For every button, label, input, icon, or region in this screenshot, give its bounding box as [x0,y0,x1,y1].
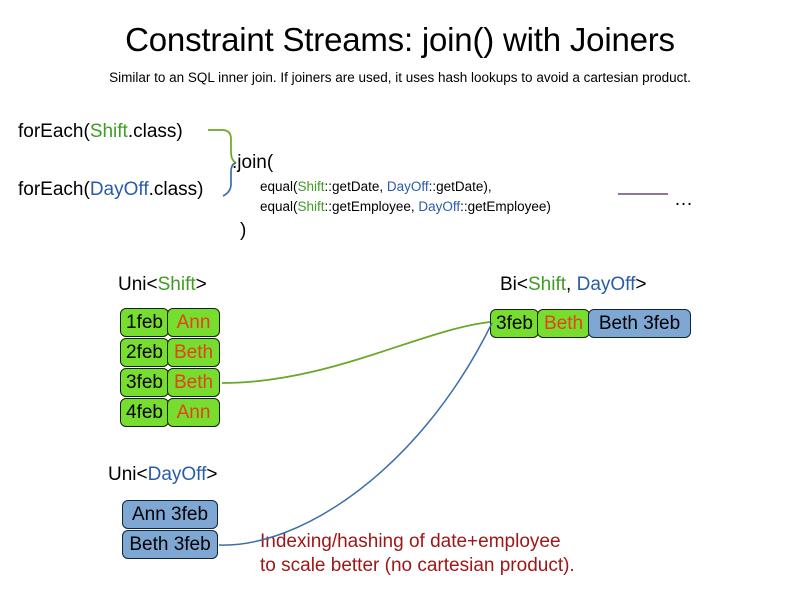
fact-cell-name: Ann [167,398,220,427]
code-ellipsis: … [674,189,693,210]
fact-cell-pair: Ann 3feb [122,500,218,529]
fact-cell-name: Beth [167,368,220,397]
fact-row: 4feb Ann [120,398,220,427]
uni-shift-label-type: Shift [157,274,196,295]
fact-row: 3feb Beth Beth 3feb [490,309,691,338]
joiner-1-right-method: ::getEmployee) [460,199,551,214]
foreach-shift-prefix: forEach( [18,121,90,142]
uni-dayoff-label-prefix: Uni< [108,464,148,485]
bi-fact-list: 3feb Beth Beth 3feb [490,309,691,339]
fact-cell-pair: Beth 3feb [588,309,691,338]
joiner-1-prefix: equal( [260,199,298,214]
label-bi-shift-dayoff: Bi<Shift, DayOff> [500,274,646,296]
bi-label-prefix: Bi< [500,274,528,295]
joiner-0-left-method: ::getDate, [324,179,387,194]
foreach-dayoff-suffix: .class) [148,179,204,200]
code-foreach-dayoff: forEach(DayOff.class) [18,179,204,201]
fact-cell-name: Ann [167,308,220,337]
bi-label-type-dayoff: DayOff [576,274,636,295]
code-joiner-equal-employee: equal(Shift::getEmployee, DayOff::getEmp… [260,198,551,215]
fact-cell-date: 3feb [490,309,539,338]
fact-cell-name: Beth [167,338,220,367]
bi-label-suffix: > [635,274,647,295]
connector-shift-to-bi [221,321,491,384]
bi-label-separator: , [566,274,577,295]
joiner-0-left-type: Shift [297,179,325,194]
slide-title: Constraint Streams: join() with Joiners [125,21,675,58]
joiner-1-left-method: ::getEmployee, [324,199,419,214]
fact-cell-pair: Beth 3feb [122,530,218,559]
joiner-0-prefix: equal( [260,179,298,194]
label-uni-dayoff: Uni<DayOff> [108,464,218,486]
joiner-1-left-type: Shift [297,199,325,214]
foreach-shift-suffix: .class) [127,121,183,142]
foreach-dayoff-prefix: forEach( [18,179,90,200]
fact-row: 3feb Beth [120,368,220,397]
fact-cell-date: 1feb [120,308,169,337]
uni-shift-fact-list: 1feb Ann 2feb Beth 3feb Beth 4feb Ann [120,308,220,428]
code-join-close: ) [240,220,247,241]
annotation-text: Indexing/hashing of date+employee to sca… [260,531,575,576]
code-foreach-shift: forEach(Shift.class) [18,121,183,143]
uni-dayoff-fact-list: Ann 3feb Beth 3feb [122,500,218,560]
foreach-dayoff-type: DayOff [89,179,149,200]
label-uni-shift: Uni<Shift> [118,274,207,296]
fact-cell-date: 2feb [120,338,169,367]
fact-row: Beth 3feb [122,530,218,559]
fact-row: 1feb Ann [120,308,220,337]
fact-row: Ann 3feb [122,500,218,529]
joiner-0-right-method: ::getDate), [428,179,492,194]
joiner-1-right-type: DayOff [418,199,461,214]
fact-cell-name: Beth [537,309,590,338]
fact-cell-date: 4feb [120,398,169,427]
fact-row: 2feb Beth [120,338,220,367]
code-join-open: .join( [232,152,274,173]
uni-dayoff-label-suffix: > [206,464,218,485]
uni-dayoff-label-type: DayOff [147,464,207,485]
uni-shift-label-suffix: > [195,274,207,295]
bi-label-type-shift: Shift [528,274,567,295]
connector-dayoff-to-bi [218,322,493,546]
joiner-0-right-type: DayOff [386,179,429,194]
slide-subtitle: Similar to an SQL inner join. If joiners… [109,70,691,85]
code-joiner-equal-date: equal(Shift::getDate, DayOff::getDate), [260,178,492,195]
fact-cell-date: 3feb [120,368,169,397]
foreach-shift-type: Shift [89,121,128,142]
uni-shift-label-prefix: Uni< [118,274,158,295]
